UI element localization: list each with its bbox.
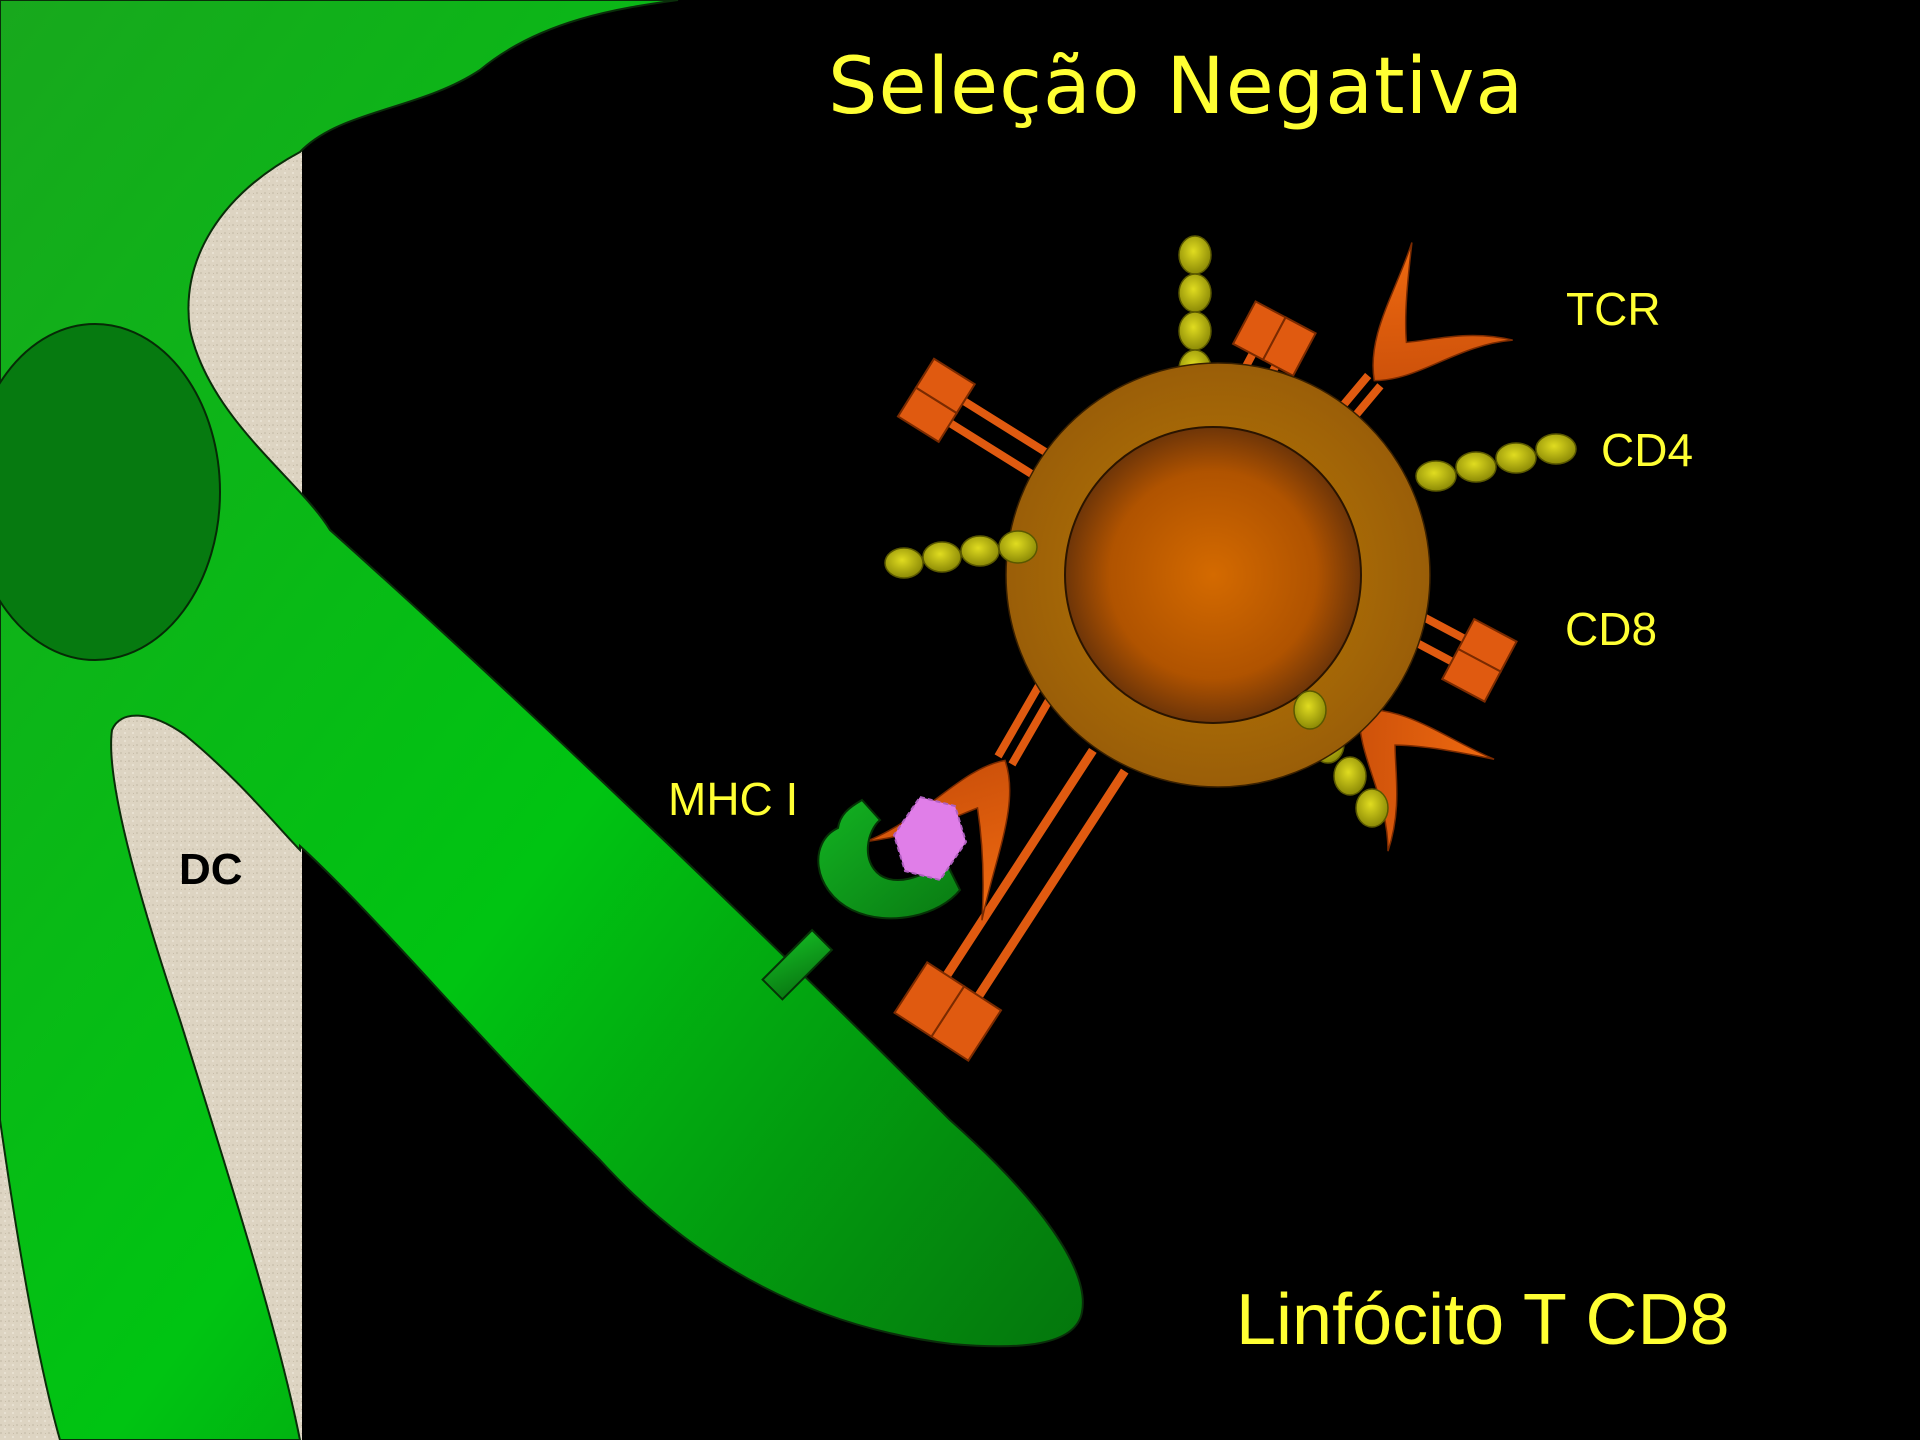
mhc-label: MHC I xyxy=(668,773,799,825)
cd4-label: CD4 xyxy=(1601,424,1694,476)
slide-title: Seleção Negativa xyxy=(828,42,1525,132)
dendritic-cell-nucleus xyxy=(0,323,221,661)
cd8-coreceptors xyxy=(893,300,1518,1062)
t-cell-nucleus xyxy=(1064,426,1362,724)
dc-label: DC xyxy=(179,845,243,894)
tcr-label: TCR xyxy=(1566,283,1661,335)
t-cell-caption: Linfócito T CD8 xyxy=(1236,1280,1730,1360)
dendritic-cell-body xyxy=(0,0,1084,1440)
cd8-label: CD8 xyxy=(1565,603,1658,655)
peptide-antigen xyxy=(892,795,968,882)
